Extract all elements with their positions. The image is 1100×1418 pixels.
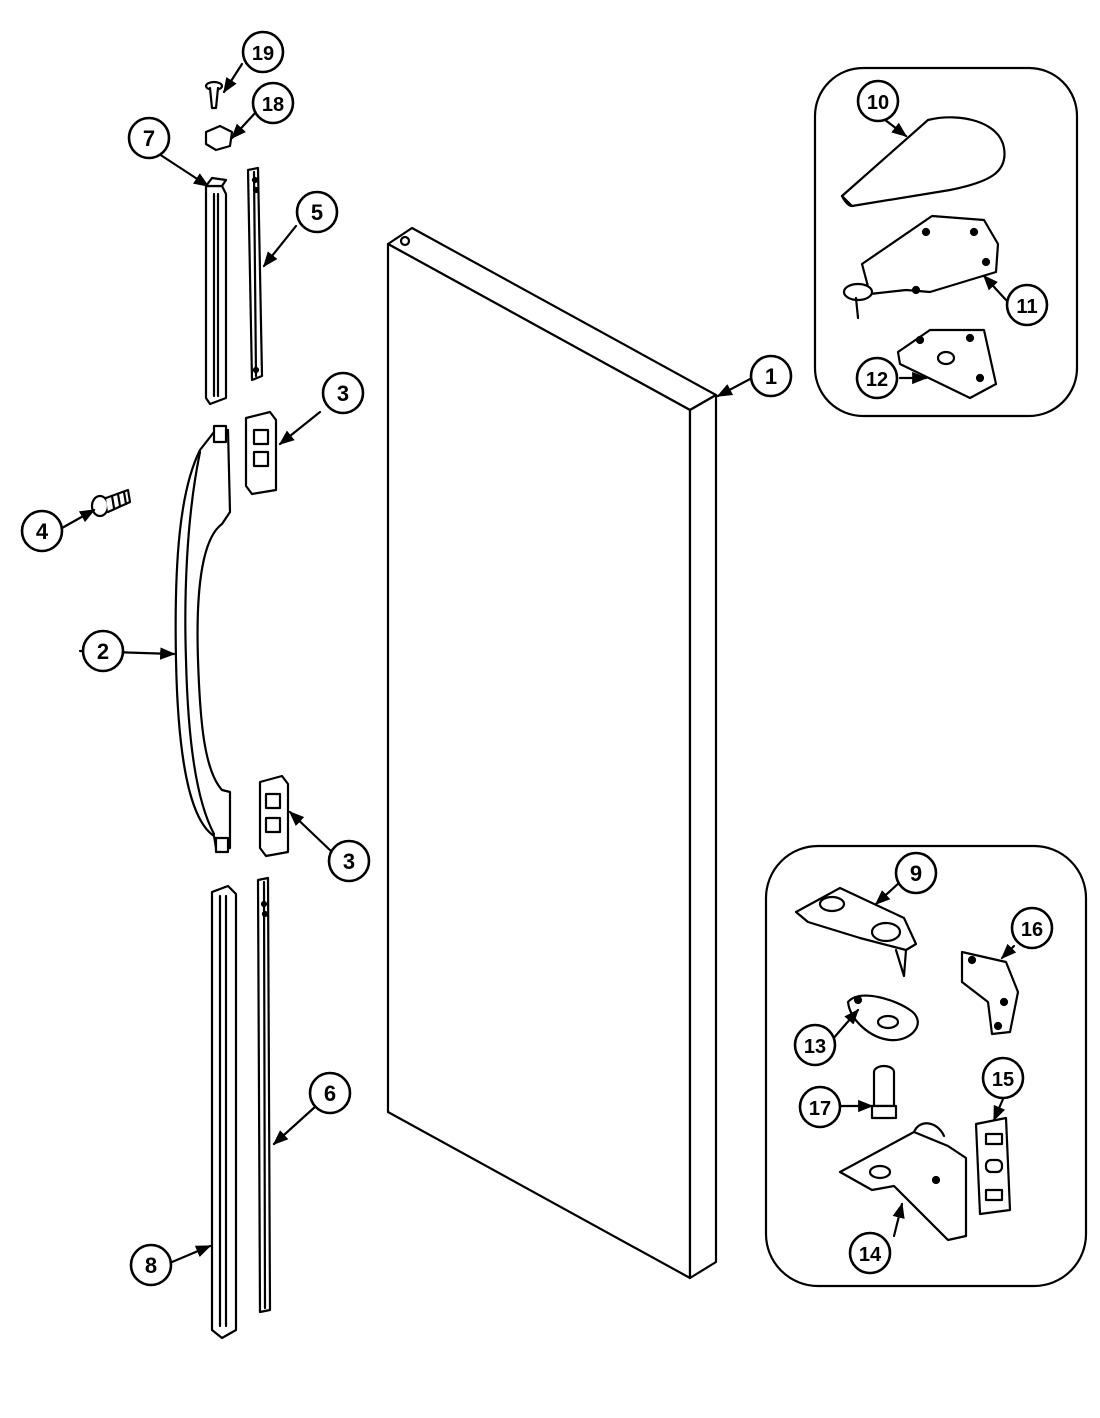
callout-3-upper: 3: [321, 371, 365, 415]
callout-6-label: 6: [324, 1081, 336, 1106]
callout-12-label: 12: [866, 369, 888, 391]
callout-14-label: 14: [859, 1244, 882, 1266]
callout-18: 18: [251, 81, 295, 125]
callout-12: 12: [855, 356, 899, 400]
end-cap-lower: [258, 774, 290, 858]
callout-7: 7: [127, 116, 171, 160]
lower-trim: [210, 884, 238, 1340]
callout-10-label: 10: [867, 92, 889, 114]
callout-19: 19: [241, 30, 285, 74]
callout-1: 1: [749, 354, 793, 398]
callout-3-lower-label: 3: [343, 849, 355, 874]
callout-16-label: 16: [1021, 919, 1043, 941]
upper-strip: [246, 166, 264, 382]
door-handle: [174, 424, 232, 854]
callout-5: 5: [295, 190, 339, 234]
callout-19-label: 19: [252, 43, 274, 65]
callout-9: 9: [894, 851, 938, 895]
callout-1-label: 1: [765, 364, 777, 389]
callout-13-label: 13: [804, 1036, 826, 1058]
callout-6: 6: [308, 1071, 352, 1115]
screw: [90, 488, 132, 518]
callout-3-upper-label: 3: [337, 381, 349, 406]
small-screw: [204, 80, 224, 110]
callout-10: 10: [856, 79, 900, 123]
callout-17: 17: [798, 1085, 842, 1129]
callout-7-label: 7: [143, 126, 155, 151]
callout-15: 15: [981, 1056, 1025, 1100]
callout-2-label: 2: [97, 639, 109, 664]
callout-16: 16: [1010, 906, 1054, 950]
callout-9-label: 9: [910, 861, 922, 886]
leader-lines: [60, 62, 1017, 1264]
callout-3-lower: 3: [327, 839, 371, 883]
top-hinge-group-box: [813, 66, 1079, 418]
upper-trim: [204, 176, 228, 406]
callout-13: 13: [793, 1023, 837, 1067]
callout-8-label: 8: [145, 1253, 157, 1278]
lower-strip: [256, 876, 272, 1314]
callout-4-label: 4: [36, 519, 49, 544]
callout-18-label: 18: [262, 94, 284, 116]
callout-4: 4: [20, 509, 64, 553]
callout-17-label: 17: [809, 1098, 831, 1120]
callout-14: 14: [848, 1231, 892, 1275]
callout-8: 8: [129, 1243, 173, 1287]
callout-11-label: 11: [1016, 296, 1037, 318]
door-panel: [386, 226, 718, 1280]
end-cap-upper: [244, 410, 278, 496]
callout-15-label: 15: [992, 1069, 1014, 1091]
small-block: [204, 124, 234, 152]
callout-2: 2: [81, 629, 125, 673]
callout-5-label: 5: [311, 200, 323, 225]
callout-11: 11: [1005, 283, 1049, 327]
